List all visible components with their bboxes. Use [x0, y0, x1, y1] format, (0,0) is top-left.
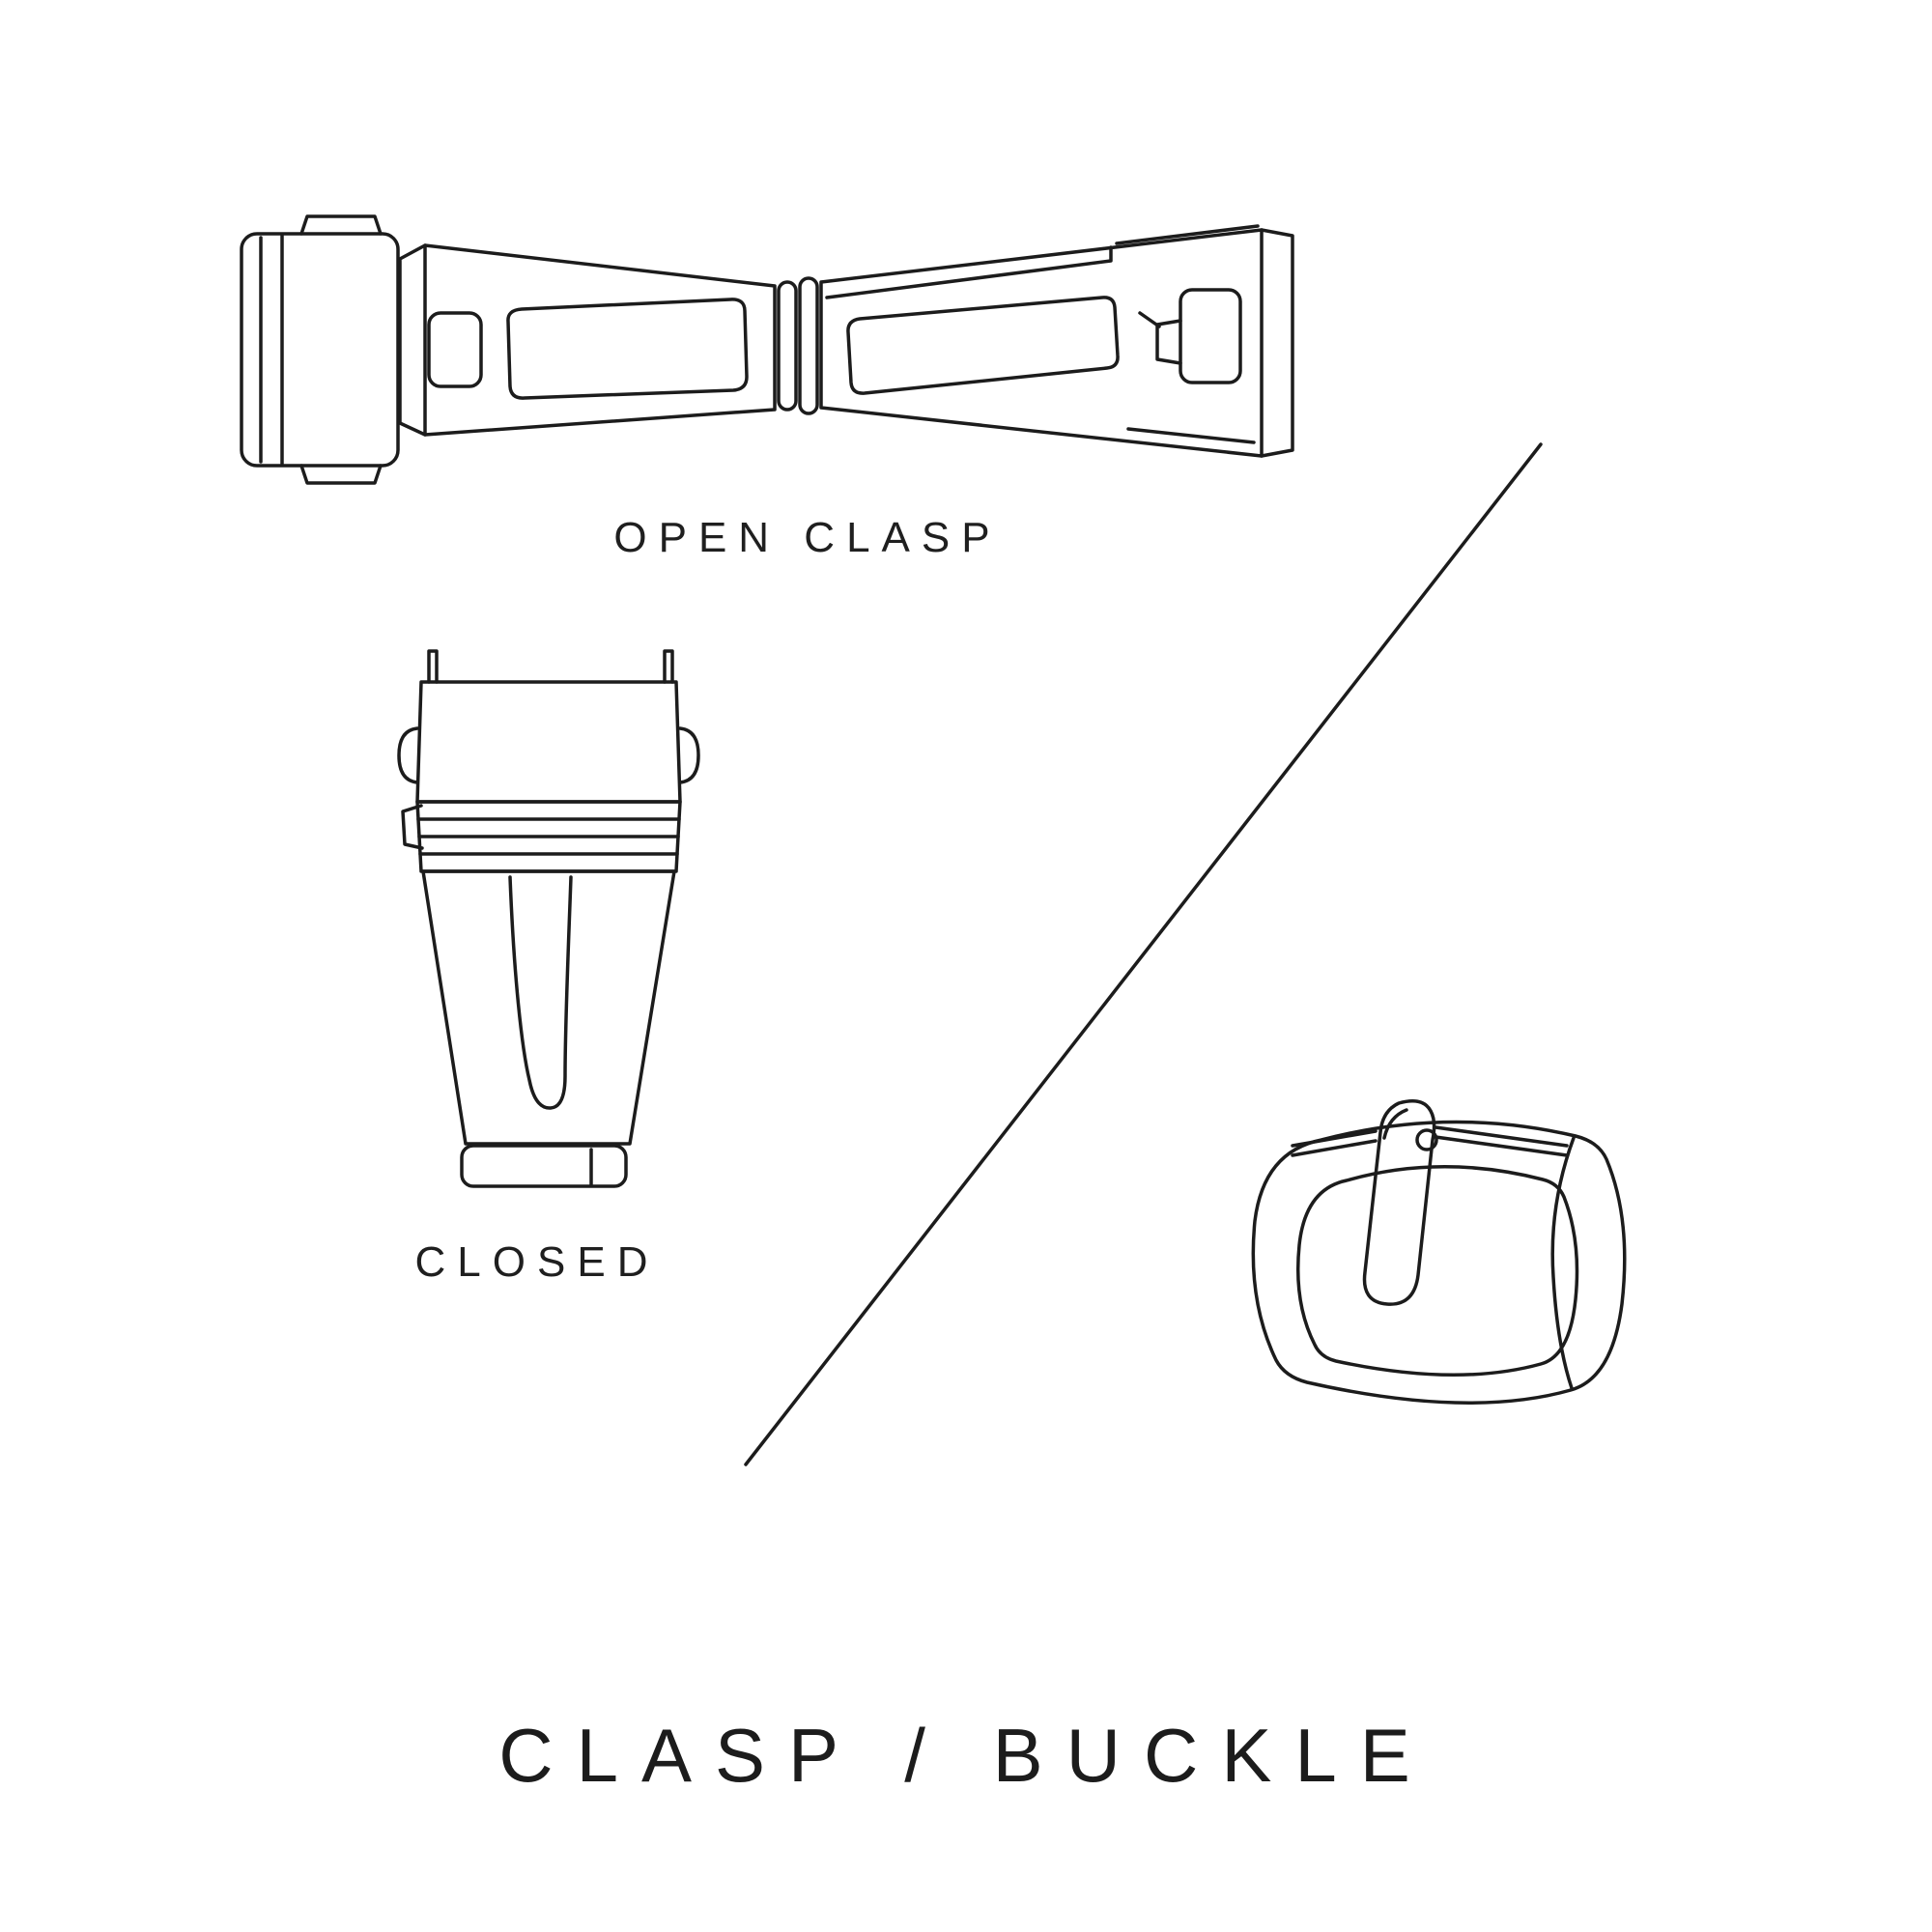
left-arm-hole: [427, 311, 483, 388]
right-arm-latch-tab: [1155, 319, 1182, 365]
right-arm-top-edge-line: [825, 245, 1113, 299]
fold-piece-bottom-knuckle: [299, 464, 383, 485]
right-arm-bottom-edge-line: [1126, 427, 1256, 444]
hinge-bar-2: [798, 276, 819, 415]
hinge-bar-1: [777, 280, 798, 412]
closed-clasp-label: CLOSED: [414, 1238, 660, 1286]
open-clasp-illustration: [240, 214, 1294, 485]
fold-piece-outline: [240, 232, 400, 468]
closed-left-ear: [397, 726, 419, 784]
buckle-frame-inner: [1295, 1165, 1579, 1378]
buckle-frame-outer: [1251, 1120, 1627, 1405]
fold-piece-top-knuckle: [299, 214, 383, 236]
closed-body: [421, 869, 676, 1146]
right-arm-window: [846, 296, 1120, 395]
right-arm-end-cap: [1260, 228, 1294, 458]
closed-prong-right: [663, 649, 674, 684]
closed-top-block: [415, 680, 682, 804]
closed-body-window: [508, 875, 573, 1110]
left-arm-window: [506, 298, 749, 400]
right-arm-latch-hole: [1179, 288, 1242, 384]
right-arm-top-cap-line: [1115, 224, 1260, 245]
buckle-illustration: [1251, 1099, 1627, 1405]
buckle-pin-right-1: [1434, 1125, 1569, 1148]
buckle-tongue: [1362, 1099, 1436, 1306]
closed-right-ear: [678, 726, 700, 784]
buckle-pin-ring: [1415, 1128, 1438, 1151]
buckle-pin-left-2: [1291, 1129, 1378, 1148]
closed-side-tab: [401, 804, 424, 850]
buckle-end-roll: [1550, 1136, 1576, 1390]
closed-base: [460, 1144, 628, 1188]
right-arm-latch-tick: [1138, 311, 1161, 328]
buckle-pin-right-2: [1434, 1135, 1569, 1157]
buckle-tongue-wrap-line: [1382, 1108, 1408, 1140]
right-arm-outline: [819, 228, 1264, 458]
buckle-pin-left-1: [1291, 1139, 1378, 1157]
closed-clasp-illustration: [397, 649, 700, 1188]
open-clasp-label: OPEN CLASP: [613, 514, 1002, 561]
divider-line: [744, 442, 1543, 1466]
left-arm-outline: [398, 243, 777, 437]
closed-prong-left: [427, 649, 439, 684]
page-title: CLASP / BUCKLE: [498, 1713, 1434, 1798]
